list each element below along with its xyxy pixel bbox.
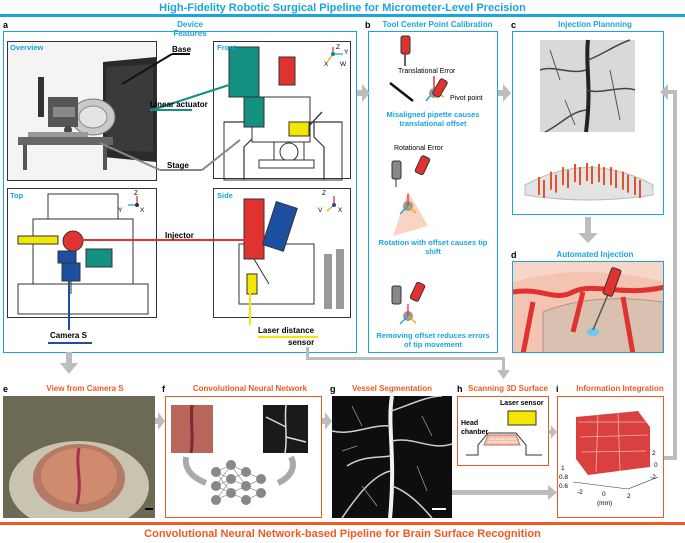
vessel-map-image	[539, 39, 636, 133]
cnn-diagram	[171, 404, 308, 505]
vessel-segmentation-image	[332, 396, 452, 518]
panel-c-title: Injection Plannning	[558, 20, 632, 29]
laser-sensor-label-1: Laser distance	[258, 326, 315, 335]
vessel-map-drawing	[539, 39, 636, 133]
panel-i-frame	[557, 396, 664, 518]
panel-d-frame	[512, 261, 664, 353]
top-axis-x: X	[140, 207, 145, 214]
x-tick-0: -2	[577, 489, 583, 496]
camera-s-view-image	[3, 396, 155, 518]
laser-sensor-underline	[258, 336, 318, 338]
panel-d-letter: d	[511, 250, 517, 260]
caption-rotation: Rotation with offset causes tip shift	[378, 238, 488, 256]
z-tick-0: 1	[561, 465, 565, 472]
z-tick-1: 0.8	[559, 474, 569, 481]
header-rule	[0, 14, 685, 17]
panel-i-letter: i	[556, 384, 559, 394]
top-axis-y: Y	[118, 207, 123, 214]
panel-a-title: Device Features	[173, 20, 207, 38]
base-label: Base	[172, 45, 192, 54]
panel-c-frame	[512, 31, 664, 215]
panel-h-letter: h	[457, 384, 463, 394]
top-label: Top	[10, 191, 24, 200]
panel-h-title: Scanning 3D Surface	[467, 384, 549, 393]
front-axis-z: Z	[336, 44, 340, 51]
panel-b-letter: b	[365, 20, 371, 30]
camera-s-view-drawing	[3, 396, 155, 518]
caption-removing: Removing offset reduces errors of tip mo…	[376, 331, 490, 349]
front-label: Front	[217, 43, 237, 52]
injector-label: Injector	[165, 231, 194, 240]
panel-f-frame	[165, 396, 322, 518]
linear-actuator-label: Linear actuator	[150, 100, 208, 109]
rotational-error-label: Rotational Error	[394, 145, 444, 152]
panel-b-frame	[368, 31, 498, 353]
top-view	[7, 188, 157, 318]
panel-d-title: Automated Injection	[556, 250, 634, 259]
panel-h-frame	[457, 396, 549, 466]
panel-b-title: Tool Center Point Calibration	[382, 20, 493, 29]
panel-g-letter: g	[330, 384, 336, 394]
camera-s-label: Camera S	[50, 331, 87, 340]
overview-label: Overview	[10, 43, 44, 52]
front-view	[213, 41, 351, 181]
panel-a-frame	[3, 31, 357, 353]
caption-misaligned: Misaligned pipette causes translational …	[386, 110, 480, 128]
overview-photo	[7, 41, 157, 181]
robot-photo-illustration	[18, 57, 156, 170]
y-tick-2: -2	[650, 474, 656, 481]
scanning-surface-drawing	[466, 410, 542, 456]
translational-error-label: Translational Error	[398, 68, 456, 75]
side-view-drawing	[238, 198, 344, 309]
panel-c-letter: c	[511, 20, 517, 30]
front-axis-y: Y	[344, 49, 349, 56]
panel-e-title: View from Camera S	[46, 384, 124, 393]
x-tick-1: 0	[602, 491, 606, 498]
y-tick-1: 0	[654, 462, 658, 469]
panel-f-title: Convolutional Neural Network	[192, 384, 308, 393]
x-tick-2: 2	[627, 493, 631, 500]
footer-rule	[0, 522, 685, 525]
head-chamber-label-1: Head	[461, 420, 479, 427]
vessel-segmentation-drawing	[332, 396, 452, 518]
front-view-drawing	[223, 46, 343, 181]
front-axis-x: X	[324, 61, 329, 68]
panel-a-letter: a	[3, 20, 9, 30]
panel-g-title: Vessel Segmentation	[351, 384, 433, 393]
panel-f-letter: f	[162, 384, 165, 394]
front-axis-w: W	[340, 61, 347, 68]
side-view	[213, 188, 351, 318]
y-tick-0: 2	[652, 450, 656, 457]
automated-injection-drawing	[513, 262, 663, 352]
panel-i-title: Information Integration	[576, 384, 664, 393]
panel-e-letter: e	[3, 384, 9, 394]
head-chamber-label-2: chanber	[461, 429, 489, 436]
pivot-point-label: Pivot point	[450, 95, 483, 102]
side-axis-x: X	[338, 207, 343, 214]
laser-sensor-h-label: Laser sensor	[500, 400, 544, 407]
side-axis-v: V	[318, 207, 323, 214]
top-axis-z: Z	[134, 190, 138, 197]
header-title: High-Fidelity Robotic Surgical Pipeline …	[159, 2, 526, 14]
z-tick-2: 0.6	[559, 483, 569, 490]
side-axes-icon	[326, 196, 336, 212]
x-unit-label: (mm)	[597, 500, 613, 507]
footer-title: Convolutional Neural Network-based Pipel…	[144, 528, 541, 540]
injection-spikes	[538, 163, 641, 198]
pipette-diagrams	[389, 35, 448, 325]
side-axis-z: Z	[322, 190, 326, 197]
front-axes-icon	[327, 47, 343, 62]
integration-plot	[572, 411, 659, 490]
camera-s-underline	[48, 342, 92, 344]
top-axes-icon	[128, 196, 139, 207]
stage-label: Stage	[167, 161, 189, 170]
laser-sensor-label-2: sensor	[288, 338, 315, 347]
side-label: Side	[217, 191, 233, 200]
